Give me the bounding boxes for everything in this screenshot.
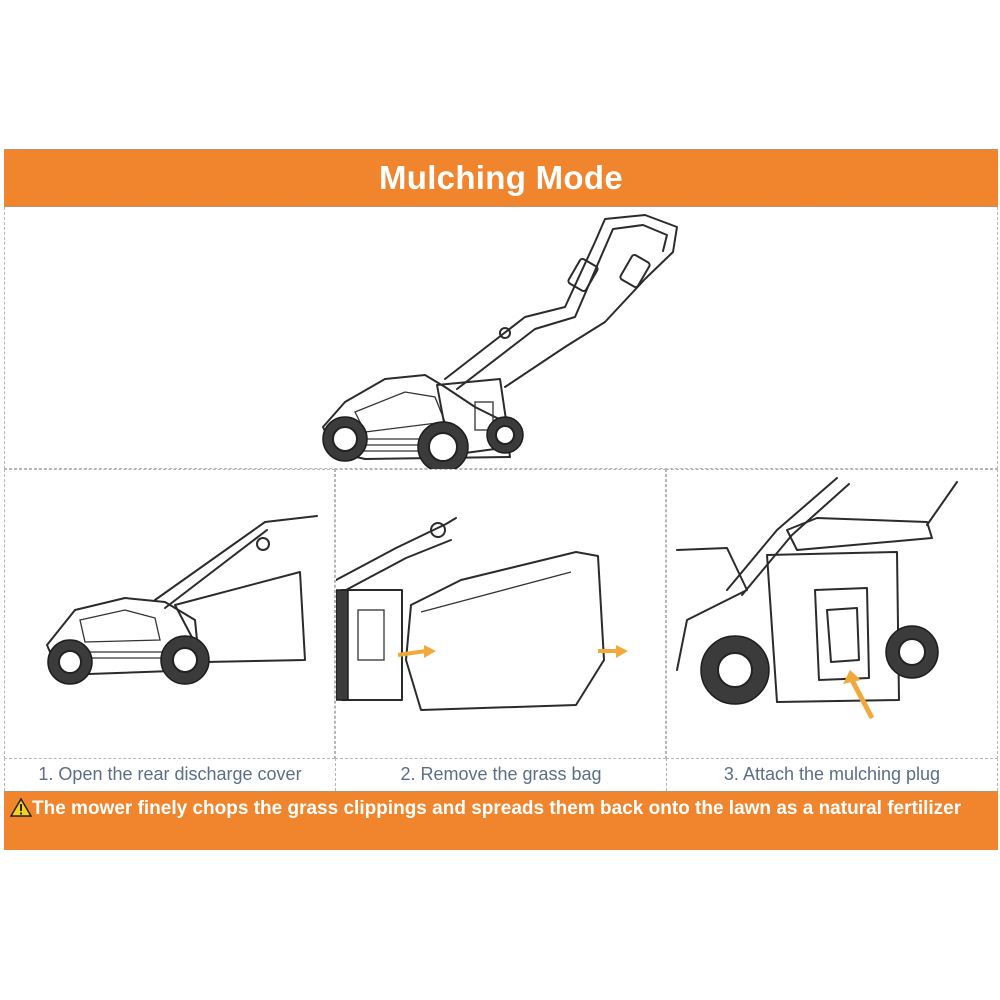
note-banner: The mower finely chops the grass clippin… [4,791,998,850]
mulching-mode-sheet: Mulching Mode [4,149,998,851]
step-3-panel [666,469,998,759]
main-illustration-panel [4,207,998,469]
step-3-caption: 3. Attach the mulching plug [666,758,998,791]
note-text: The mower finely chops the grass clippin… [32,798,962,819]
arrow-left [397,649,427,657]
step-2-caption: 2. Remove the grass bag [335,758,666,791]
title-banner: Mulching Mode [4,149,998,207]
attach-mulching-plug-illustration [676,477,958,720]
open-discharge-cover-illustration [46,515,318,685]
lawn-mower-illustration [322,214,678,469]
step-1-panel [4,469,335,759]
arrow-up [849,678,875,720]
step-2-panel [335,469,666,759]
warning-icon [10,798,32,817]
page-title: Mulching Mode [378,159,624,196]
step-captions: 1. Open the rear discharge cover 2. Remo… [4,758,998,791]
step-1-caption: 1. Open the rear discharge cover [4,758,335,791]
remove-grass-bag-illustration [336,517,628,711]
